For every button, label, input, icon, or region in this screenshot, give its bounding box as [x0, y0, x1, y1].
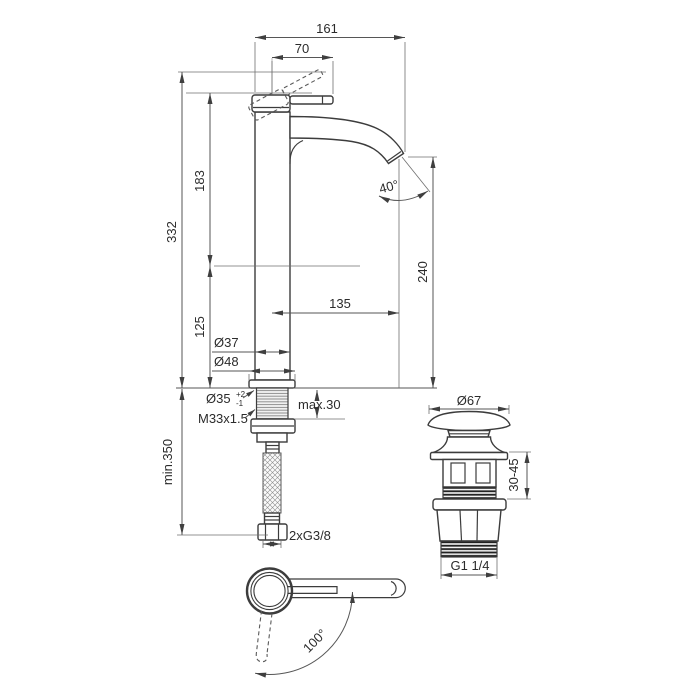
handle-bar-cap-line: [390, 580, 397, 596]
label-thread-m33: M33x1.5: [198, 409, 256, 426]
hex-flat-line2: [476, 510, 479, 541]
dim-125-label: 125: [192, 316, 207, 338]
dim-2xg38-label: 2xG3/8: [289, 528, 331, 543]
dashed-bar-end-cap: [255, 651, 268, 663]
front-dimensions: 161 70 332 183 125: [160, 21, 437, 548]
overflow-slot-right: [475, 462, 491, 484]
dim-125: 125: [192, 266, 213, 388]
handle-cartridge: [251, 94, 291, 113]
handle-top-view: 100°: [245, 567, 406, 678]
dim-d35-tol-upper: +2: [236, 390, 246, 399]
dim-diameter-67: Ø67: [428, 393, 510, 414]
label-hole-diameter-35: Ø35 +2 -1: [206, 390, 255, 408]
hex-flat-line1: [459, 510, 463, 541]
dim-g114: G1 1/4: [440, 558, 498, 579]
hose-nut: [257, 523, 288, 541]
dim-240: 240: [408, 156, 437, 388]
handle-lever-bar: [289, 95, 334, 105]
dim-2xg38: 2xG3/8: [262, 528, 331, 548]
front-view: 161 70 332 183 125: [160, 21, 437, 548]
dim-183: 183: [186, 92, 312, 266]
dim-diameter-48: Ø48: [212, 354, 296, 381]
waste-funnel: [432, 436, 506, 454]
dim-d35-tol-lower: -1: [236, 399, 244, 408]
dim-161-label: 161: [316, 21, 338, 36]
dim-135-label: 135: [329, 296, 351, 311]
waste-lock-nut: [432, 498, 507, 511]
hose-connector: [265, 441, 280, 454]
waste-upper-thread: [442, 486, 497, 500]
dim-d67-label: Ø67: [457, 393, 482, 408]
dim-70: 70: [271, 41, 334, 94]
dim-g114-label: G1 1/4: [450, 558, 489, 573]
waste-valve-view: Ø67 30-45 G1 1/: [427, 393, 531, 579]
spout-outlet-line: [387, 151, 402, 162]
dim-100deg-label: 100°: [300, 626, 330, 656]
under-counter-assembly: [250, 387, 296, 541]
dim-332: 332: [164, 71, 326, 388]
dim-d37-label: Ø37: [214, 335, 239, 350]
dim-min-350: min.350: [160, 389, 268, 536]
threaded-shank: [255, 387, 289, 420]
dim-max-30: max.30: [294, 390, 345, 420]
dim-max30-label: max.30: [298, 397, 341, 412]
waste-flange-ring: [429, 451, 509, 461]
faucet-body: [254, 111, 291, 381]
cartridge-dashed: [248, 88, 289, 121]
dim-m33-label: M33x1.5: [198, 411, 248, 426]
dim-332-label: 332: [164, 221, 179, 243]
lock-nut: [256, 432, 288, 443]
dim-183-label: 183: [192, 170, 207, 192]
waste-outlet-thread: [440, 540, 498, 558]
dim-30-45-label: 30-45: [506, 458, 521, 491]
waste-cap: [427, 410, 511, 432]
dim-161: 161: [254, 21, 406, 152]
dim-d35-label: Ø35: [206, 391, 231, 406]
dim-diameter-37: Ø37: [212, 335, 290, 355]
waste-valve-body: [427, 410, 511, 558]
dim-40-degrees: 40°: [377, 156, 431, 203]
handle-bar-outline: [288, 578, 406, 599]
dim-d48-label: Ø48: [214, 354, 239, 369]
faucet-spout: [289, 115, 405, 165]
dim-min350-label: min.350: [160, 439, 175, 485]
waste-hex-body: [436, 509, 502, 542]
spout-fillet: [289, 139, 304, 165]
flexible-hose: [262, 452, 282, 514]
lever-dashed: [282, 69, 324, 96]
dim-240-label: 240: [415, 261, 430, 283]
handle-bar-rotated-dashed: [255, 610, 273, 663]
base-plate: [248, 379, 296, 389]
handle-bar-top: [288, 578, 406, 599]
dim-70-label: 70: [295, 41, 309, 56]
hose-end-fitting: [263, 512, 281, 525]
handle-bar-neck: [288, 586, 338, 594]
overflow-slot-left: [450, 462, 466, 484]
dim-40deg-label: 40°: [377, 177, 400, 197]
dim-30-45: 30-45: [506, 451, 531, 500]
